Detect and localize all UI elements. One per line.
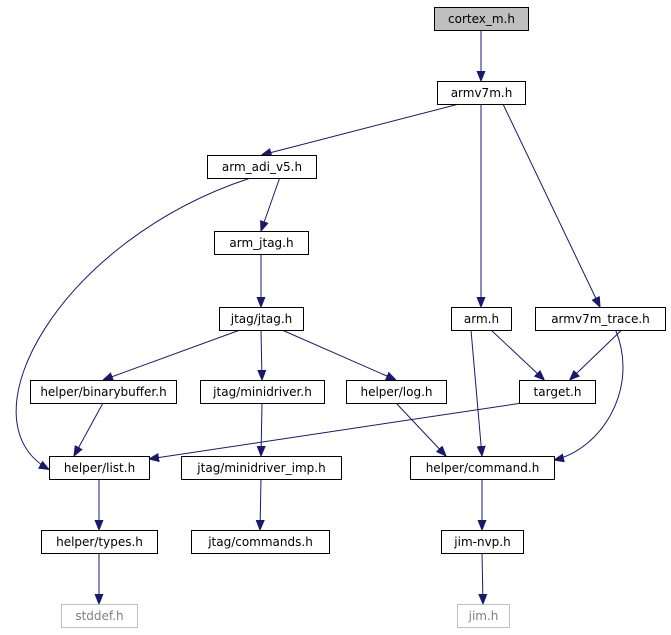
node-box (434, 7, 529, 31)
node-label: helper/list.h (64, 461, 135, 475)
node-box (451, 307, 512, 331)
edge-jim-nvp-to-jim (482, 552, 483, 604)
node-target[interactable]: target.h (519, 380, 596, 404)
node-box (30, 380, 177, 404)
node-box (410, 456, 555, 480)
node-label: helper/binarybuffer.h (40, 385, 166, 399)
edge-armv7m-to-arm-adi-v5 (262, 103, 460, 155)
node-box (191, 530, 330, 554)
edge-minidriver-imp-to-commands (260, 478, 261, 530)
node-label: jim-nvp.h (453, 535, 510, 549)
node-label: armv7m_trace.h (551, 312, 650, 326)
edge-minidriver-to-minidriver-imp (261, 402, 262, 456)
node-label: jtag/commands.h (207, 535, 313, 549)
node-types[interactable]: helper/types.h (41, 530, 158, 554)
node-minidriver[interactable]: jtag/minidriver.h (200, 380, 325, 404)
node-box (207, 155, 317, 179)
node-box (519, 380, 596, 404)
node-arm-jtag[interactable]: arm_jtag.h (214, 231, 309, 255)
node-label: stddef.h (75, 609, 123, 623)
node-box (535, 307, 666, 331)
node-armv7m-trace[interactable]: armv7m_trace.h (535, 307, 666, 331)
node-label: arm.h (464, 312, 499, 326)
node-log[interactable]: helper/log.h (346, 380, 447, 404)
node-label: helper/log.h (360, 385, 432, 399)
edge-armv7m-trace-to-target (570, 329, 623, 380)
node-label: jtag/jtag.h (230, 312, 292, 326)
node-label: arm_adi_v5.h (222, 160, 302, 174)
node-list[interactable]: helper/list.h (49, 456, 150, 480)
node-stddef[interactable]: stddef.h (61, 604, 138, 628)
node-box (457, 604, 510, 628)
node-arm-adi-v5[interactable]: arm_adi_v5.h (207, 155, 317, 179)
edge-arm-to-target (490, 329, 544, 380)
node-box (441, 530, 524, 554)
edge-armv7m-to-armv7m-trace (502, 103, 600, 307)
node-label: target.h (534, 385, 582, 399)
node-box (200, 380, 325, 404)
edge-arm-adi-v5-to-arm-jtag (261, 177, 281, 231)
node-label: arm_jtag.h (229, 236, 293, 250)
node-jtag-jtag[interactable]: jtag/jtag.h (219, 307, 304, 331)
edge-log-to-command (395, 402, 446, 456)
node-box (437, 81, 526, 105)
node-label: jtag/minidriver.h (212, 385, 312, 399)
edge-jtag-jtag-to-minidriver (261, 329, 262, 380)
edge-jtag-jtag-to-binarybuffer (103, 329, 241, 380)
node-jim-nvp[interactable]: jim-nvp.h (441, 530, 524, 554)
node-label: jtag/minidriver_imp.h (196, 461, 325, 475)
node-cortex-m[interactable]: cortex_m.h (434, 7, 529, 31)
edge-arm-adi-v5-to-list (15, 177, 251, 470)
node-label: armv7m.h (451, 86, 513, 100)
node-box (49, 456, 150, 480)
node-label: cortex_m.h (448, 12, 515, 26)
node-armv7m[interactable]: armv7m.h (437, 81, 526, 105)
node-box (219, 307, 304, 331)
node-box (41, 530, 158, 554)
node-box (346, 380, 447, 404)
edge-arm-to-command (470, 329, 482, 456)
edge-binarybuffer-to-list (74, 402, 104, 456)
node-binarybuffer[interactable]: helper/binarybuffer.h (30, 380, 177, 404)
node-minidriver-imp[interactable]: jtag/minidriver_imp.h (181, 456, 342, 480)
node-jim[interactable]: jim.h (457, 604, 510, 628)
node-arm[interactable]: arm.h (451, 307, 512, 331)
node-commands[interactable]: jtag/commands.h (191, 530, 330, 554)
node-label: helper/types.h (56, 535, 143, 549)
edge-armv7m-trace-to-command (554, 329, 624, 460)
node-command[interactable]: helper/command.h (410, 456, 555, 480)
node-box (214, 231, 309, 255)
node-label: helper/command.h (426, 461, 540, 475)
node-label: jim.h (468, 609, 499, 623)
node-box (181, 456, 342, 480)
edge-jtag-jtag-to-log (281, 329, 396, 380)
edge-target-to-list (149, 402, 523, 459)
node-box (61, 604, 138, 628)
